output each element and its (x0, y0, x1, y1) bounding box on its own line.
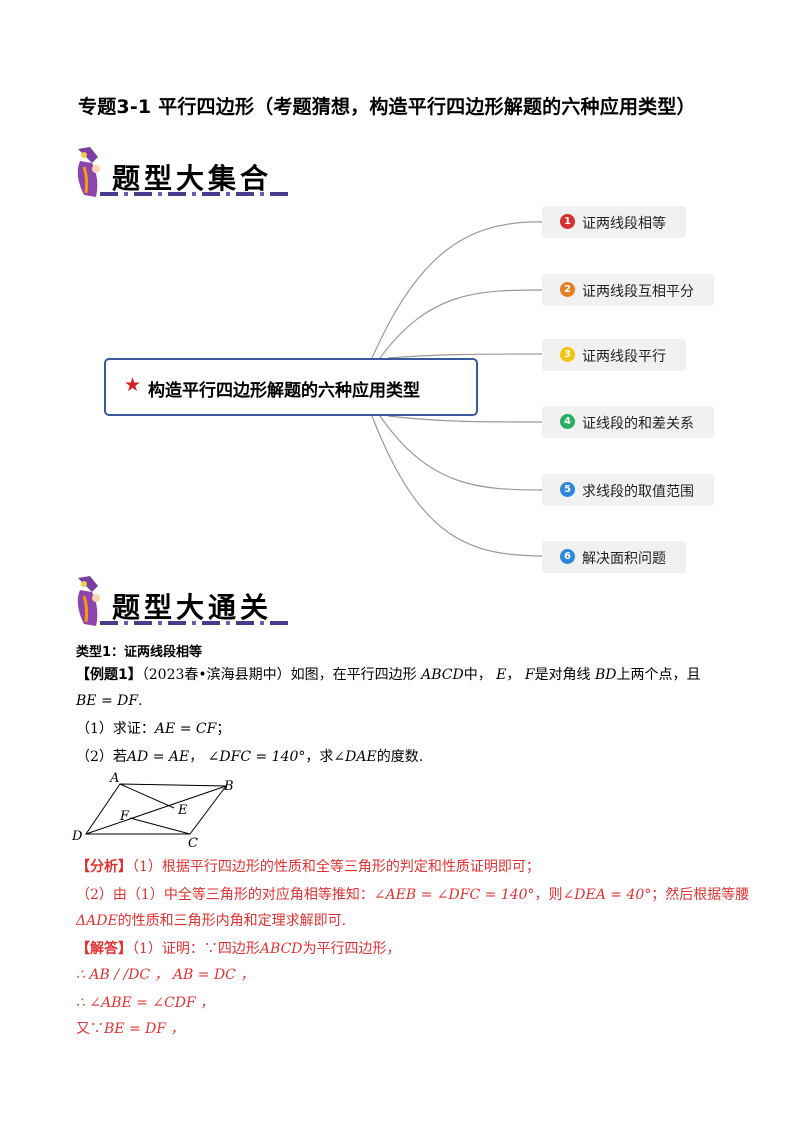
node-label: 证两线段平行 (582, 349, 666, 365)
math-analysis-b: ∠DEA = 40° (562, 887, 652, 903)
solution-line-3: ∴ ∠ABE = ∠CDF ， (76, 995, 215, 1011)
number-5-icon: 5 (560, 482, 575, 497)
analysis-line-2: （2）由（1）中全等三角形的对应角相等推知：∠AEB = ∠DFC = 140°… (76, 886, 749, 904)
wizard-icon (77, 147, 100, 197)
number-3-icon: 3 (560, 347, 575, 362)
number-6-icon: 6 (560, 549, 575, 564)
wizard-icon (77, 576, 100, 626)
node-label: 证两线段相等 (582, 216, 666, 232)
text-fragment: 中， (463, 667, 492, 683)
question-2: （2）若AD = AE， ∠DFC = 140°，求∠DAE的度数. (76, 749, 424, 765)
example-line-1: 【例题1】（2023春•滨海县期中）如图，在平行四边形 ABCD中， E， F是… (76, 666, 701, 684)
text-fragment: 又∵ (76, 1021, 104, 1037)
example-line-2: BE = DF. (76, 693, 143, 709)
mindmap-node-4: 4 证线段的和差关系 (542, 406, 714, 438)
text-fragment: ；然后根据等腰 (651, 887, 750, 903)
analysis-line-3: ΔADE的性质和三角形内角和定理求解即可. (76, 912, 346, 930)
mindmap-node-3: 3 证两线段平行 (542, 339, 686, 371)
example-source: （2023春•滨海县期中）如图，在平行四边形 (141, 667, 417, 683)
segment-ae (119, 783, 175, 809)
type-heading: 类型1：证两线段相等 (76, 645, 203, 660)
text-fragment: ； (216, 721, 231, 737)
text-fragment: ，求 (305, 749, 334, 765)
solution-line-1: 【解答】（1）证明：∵四边形ABCD为平行四边形， (76, 940, 401, 958)
section-banner-collection: 题型大集合 (70, 145, 300, 207)
math-q2-a: AD = AE (126, 749, 190, 765)
math-q1: AE = CF (154, 721, 217, 737)
banner-title: 题型大集合 (112, 162, 273, 195)
parallelogram-figure: A B C D E F (71, 771, 234, 850)
text-fragment: （1）证明：∵四边形 (132, 941, 260, 957)
mindmap-node-1: 1 证两线段相等 (542, 206, 686, 238)
math-solution-abcd: ABCD (259, 941, 303, 957)
example-label: 【例题1】 (76, 667, 142, 683)
number-2-icon: 2 (560, 282, 575, 297)
point-label-b: B (223, 779, 234, 794)
page-title: 专题3-1 平行四边形（考题猜想，构造平行四边形解题的六种应用类型） (78, 96, 696, 118)
math-solution-be-df: BE = DF ， (104, 1021, 185, 1037)
point-label-c: C (188, 836, 198, 850)
banner-title: 题型大通关 (112, 591, 273, 624)
solution-label: 【解答】 (76, 941, 132, 957)
analysis-line-1: 【分析】（1）根据平行四边形的性质和全等三角形的判定和性质证明即可； (76, 858, 540, 876)
math-bd: BD (595, 667, 617, 683)
math-f: F (524, 667, 535, 683)
diagonal-bd (85, 785, 227, 835)
mindmap-node-5: 5 求线段的取值范围 (542, 474, 714, 506)
point-label-d: D (71, 829, 83, 844)
node-label: 求线段的取值范围 (582, 484, 694, 500)
math-analysis-a: ∠AEB = ∠DFC = 140° (373, 887, 535, 903)
text-fragment: 为平行四边形， (302, 941, 401, 957)
text-fragment: （2）若 (76, 749, 127, 765)
mindmap-central-node: ★ 构造平行四边形解题的六种应用类型 (104, 358, 478, 416)
analysis-label: 【分析】 (76, 859, 132, 875)
math-abcd: ABCD (421, 667, 464, 683)
text-fragment: （1）根据平行四边形的性质和全等三角形的判定和性质证明即可； (132, 859, 540, 875)
mindmap-node-2: 2 证两线段互相平分 (542, 274, 714, 306)
solution-line-4: 又∵BE = DF ， (76, 1020, 185, 1038)
node-label: 证两线段互相平分 (582, 284, 694, 300)
math-e: E (496, 667, 507, 683)
text-fragment: （2）由（1）中全等三角形的对应角相等推知： (76, 887, 374, 903)
text-fragment: 上两个点，且 (616, 667, 701, 683)
banner-divider (100, 192, 290, 196)
text-fragment: 是对角线 (534, 667, 591, 683)
point-label-a: A (109, 771, 119, 786)
point-label-e: E (177, 803, 188, 818)
text-fragment: 的性质和三角形内角和定理求解即可. (117, 913, 347, 929)
text-fragment: （1）求证： (76, 721, 155, 737)
math-q2-b: ∠DFC = 140° (207, 749, 306, 765)
node-label: 解决面积问题 (582, 551, 666, 567)
point-label-f: F (119, 809, 130, 824)
segment-cf (129, 817, 191, 835)
math-q2-c: ∠DAE (333, 749, 377, 765)
mindmap-node-6: 6 解决面积问题 (542, 541, 686, 573)
banner-divider (100, 621, 290, 625)
math-condition: BE = DF (76, 693, 139, 709)
number-4-icon: 4 (560, 414, 575, 429)
section-banner-practice: 题型大通关 (70, 574, 300, 636)
text-fragment: ， (506, 667, 521, 683)
mindmap-connectors (371, 221, 546, 557)
solution-line-2: ∴ AB / /DC ， AB = DC ， (76, 967, 255, 983)
math-triangle: ΔADE (76, 913, 118, 929)
text-fragment: ，则 (534, 887, 563, 903)
central-node-label: 构造平行四边形解题的六种应用类型 (148, 381, 420, 401)
question-1: （1）求证：AE = CF； (76, 720, 230, 738)
number-1-icon: 1 (560, 214, 575, 229)
node-label: 证线段的和差关系 (582, 416, 694, 432)
star-icon: ★ (124, 374, 142, 396)
text-fragment: 的度数. (376, 749, 424, 765)
